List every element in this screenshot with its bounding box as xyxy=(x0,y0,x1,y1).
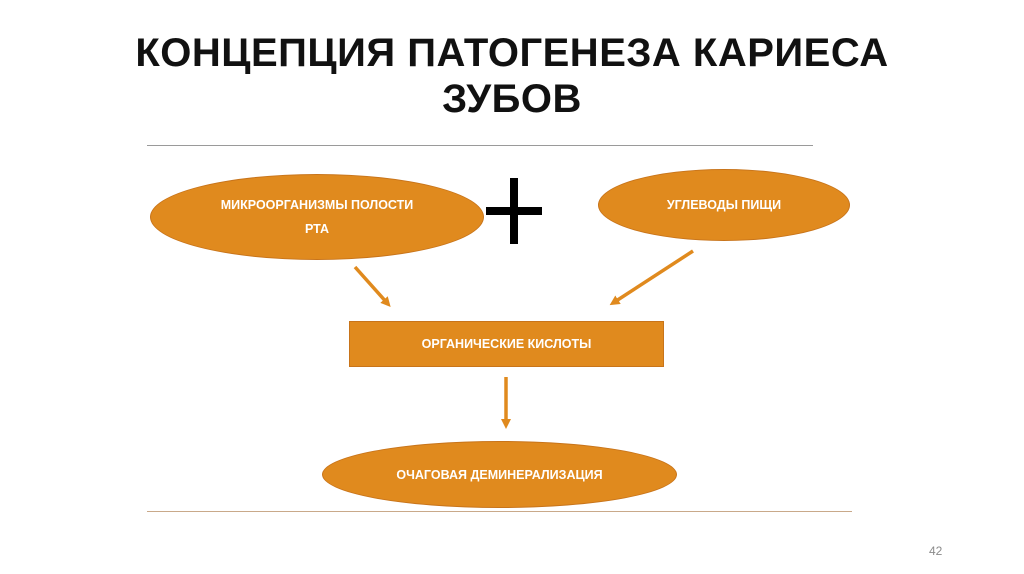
plus-icon xyxy=(486,178,542,244)
slide-title-line-1: КОНЦЕПЦИЯ ПАТОГЕНЕЗА КАРИЕСА xyxy=(135,31,889,75)
slide-title: КОНЦЕПЦИЯ ПАТОГЕНЕЗА КАРИЕСА ЗУБОВ xyxy=(0,30,1024,122)
node-organic-acids: ОРГАНИЧЕСКИЕ КИСЛОТЫ xyxy=(349,321,664,367)
top-divider xyxy=(147,145,813,146)
arrow-carbohydrates-to-acids xyxy=(609,249,694,306)
node-focal-demineralization: ОЧАГОВАЯ ДЕМИНЕРАЛИЗАЦИЯ xyxy=(322,441,677,508)
node-microorganisms: МИКРООРГАНИЗМЫ ПОЛОСТИ РТА xyxy=(150,174,484,260)
node-microorganisms-label-line-1: МИКРООРГАНИЗМЫ ПОЛОСТИ xyxy=(220,198,414,212)
bottom-divider xyxy=(147,511,852,512)
node-carbohydrates: УГЛЕВОДЫ ПИЩИ xyxy=(598,169,850,241)
page-number: 42 xyxy=(929,544,943,558)
node-carbohydrates-label: УГЛЕВОДЫ ПИЩИ xyxy=(666,198,782,212)
node-microorganisms-label-line-2: РТА xyxy=(304,222,330,236)
slide-title-line-2: ЗУБОВ xyxy=(442,77,582,121)
node-organic-acids-label: ОРГАНИЧЕСКИЕ КИСЛОТЫ xyxy=(421,337,592,351)
node-focal-demineralization-label: ОЧАГОВАЯ ДЕМИНЕРАЛИЗАЦИЯ xyxy=(396,467,603,482)
arrow-microorganisms-to-acids xyxy=(353,265,391,307)
